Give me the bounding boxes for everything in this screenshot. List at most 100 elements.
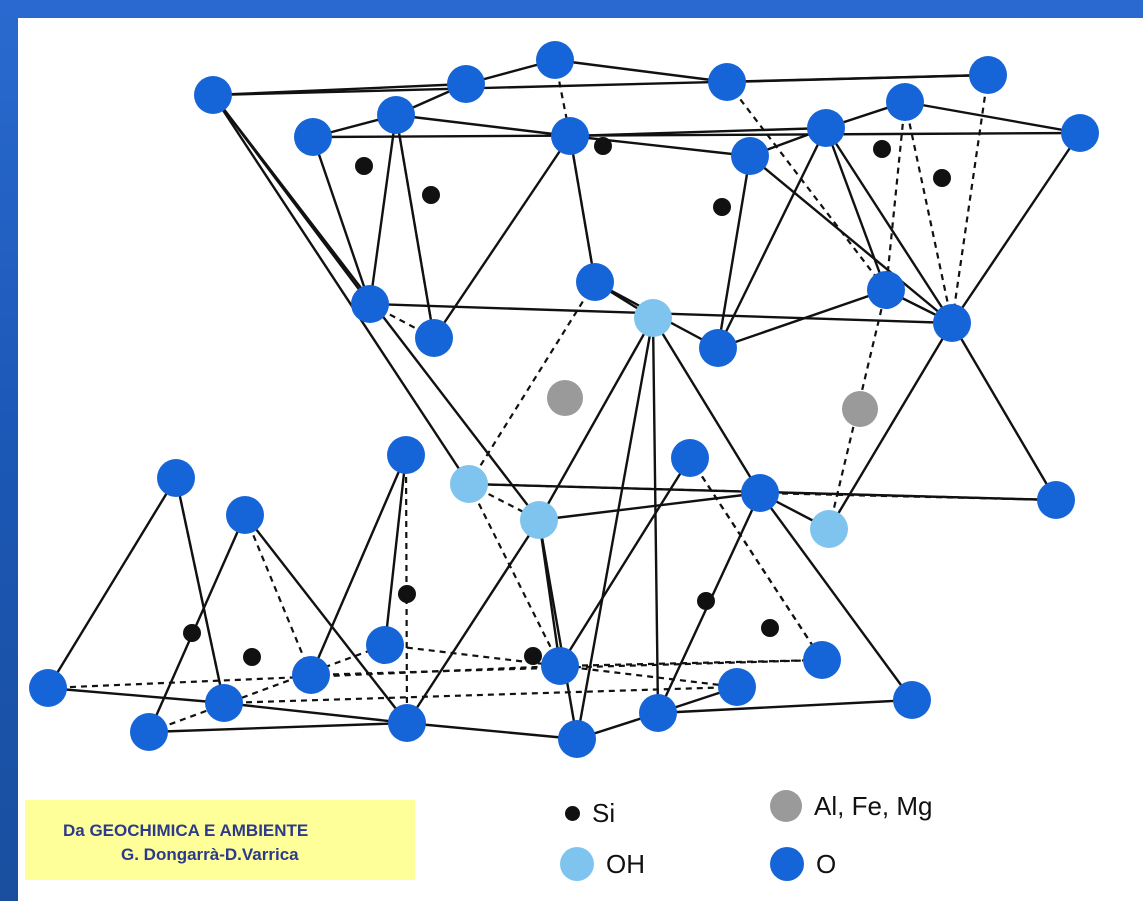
legend-label-o: O — [816, 848, 837, 879]
oxygen-atom — [415, 319, 453, 357]
oxygen-atom — [893, 681, 931, 719]
bond-t11-a4 — [951, 132, 1081, 324]
oxygen-atom — [969, 56, 1007, 94]
silicon-atom — [873, 140, 891, 158]
oxygen-atom — [741, 474, 779, 512]
bond-t9-t10 — [569, 126, 827, 138]
silicon-atom — [422, 186, 440, 204]
bond-b5-b6 — [759, 491, 1057, 502]
bond-c6-c8 — [406, 721, 578, 741]
oxygen-atom — [366, 626, 404, 664]
bond-t7-a3 — [884, 101, 907, 291]
bond-b3-c4 — [243, 514, 313, 676]
oxygen-atom — [388, 704, 426, 742]
bond-oh1-c8 — [575, 317, 655, 740]
oxygen-atom — [933, 304, 971, 342]
silicon-atom — [183, 624, 201, 642]
bond-c2-c5 — [148, 643, 386, 734]
bond-b4-c7 — [558, 457, 692, 667]
oxygen-atom — [551, 117, 589, 155]
bond-t8-a1 — [311, 136, 372, 305]
oxygen-atom — [671, 439, 709, 477]
bond-b5-c12 — [759, 492, 913, 701]
hydroxyl-dot-icon — [560, 847, 594, 881]
oxygen-atom — [576, 263, 614, 301]
bond-oh1-c9 — [651, 317, 660, 714]
legend-item-si: Si — [565, 798, 615, 829]
legend-item-cation: Al, Fe, Mg — [770, 790, 932, 822]
oxygen-dot-icon — [770, 847, 804, 881]
bond-t3-t4 — [554, 58, 728, 84]
silicon-atom — [933, 169, 951, 187]
bond-t12-a4 — [749, 155, 953, 324]
hydroxyl-atom — [450, 465, 488, 503]
oxygen-atom — [351, 285, 389, 323]
bond-oh3-b5 — [538, 491, 761, 522]
oxygen-atom — [447, 65, 485, 103]
oxygen-atom — [294, 118, 332, 156]
silicon-atom — [524, 647, 542, 665]
bond-c7-c11 — [559, 658, 823, 668]
bond-oh3-c7 — [537, 519, 562, 667]
oxygen-atom — [1061, 114, 1099, 152]
oxygen-atom — [157, 459, 195, 497]
bond-c3-c6 — [223, 701, 408, 725]
cation-dot-icon — [770, 790, 802, 822]
hydroxyl-atom — [810, 510, 848, 548]
bond-b2-c5 — [383, 454, 408, 646]
oxygen-atom — [807, 109, 845, 147]
oxygen-atom — [708, 63, 746, 101]
bond-t1-t2 — [212, 82, 467, 97]
bond-oh2-b6 — [468, 482, 1057, 502]
bond-a3-a6 — [717, 288, 887, 350]
bond-b3-c6 — [244, 514, 408, 724]
bond-a4-oh4 — [827, 322, 954, 530]
hydroxyl-atom — [520, 501, 558, 539]
hydroxyl-atom — [634, 299, 672, 337]
oxygen-atom — [292, 656, 330, 694]
bond-t10-a6 — [716, 127, 828, 349]
bond-a2-t9 — [568, 135, 597, 283]
bond-c2-c6 — [148, 721, 408, 734]
bond-t7-t11 — [904, 100, 1081, 135]
bond-t10-a4 — [824, 127, 954, 324]
oxygen-atom — [1037, 481, 1075, 519]
oxygen-atom — [130, 713, 168, 751]
oxygen-atom — [536, 41, 574, 79]
legend-item-oh: OH — [560, 847, 645, 881]
oxygen-atom — [377, 96, 415, 134]
cation-atom — [547, 380, 583, 416]
oxygen-atom — [29, 669, 67, 707]
legend-label-cation: Al, Fe, Mg — [814, 790, 933, 821]
oxygen-atom — [558, 720, 596, 758]
silicon-atom — [697, 592, 715, 610]
silicon-atom — [713, 198, 731, 216]
oxygen-atom — [226, 496, 264, 534]
bond-oh3-c6 — [405, 519, 541, 724]
bond-t4-t5 — [726, 73, 989, 84]
oxygen-atom — [803, 641, 841, 679]
bond-oh2-c7 — [468, 483, 561, 667]
legend-item-o: O — [770, 847, 836, 881]
bond-c1-c3 — [47, 686, 225, 705]
bond-t6-t9 — [395, 113, 571, 138]
bond-t10-a3 — [824, 127, 888, 291]
legend-label-si: Si — [592, 798, 616, 828]
oxygen-atom — [867, 271, 905, 309]
bond-t1-oh2 — [211, 94, 471, 485]
bond-c3-c10 — [223, 685, 738, 705]
bond-b2-c4 — [309, 454, 408, 676]
bond-b3-c2 — [147, 514, 247, 733]
bond-a4-b6 — [950, 322, 1058, 501]
silicon-atom — [243, 648, 261, 666]
oxygen-atom — [718, 668, 756, 706]
oxygen-atom — [699, 329, 737, 367]
oxygen-atom — [639, 694, 677, 732]
silicon-atom — [761, 619, 779, 637]
legend-label-oh: OH — [606, 848, 645, 879]
bond-t6-a1 — [368, 114, 398, 305]
source-credit-box: Da GEOCHIMICA E AMBIENTE G. Dongarrà-D.V… — [25, 800, 415, 880]
oxygen-atom — [541, 647, 579, 685]
oxygen-atom — [731, 137, 769, 175]
